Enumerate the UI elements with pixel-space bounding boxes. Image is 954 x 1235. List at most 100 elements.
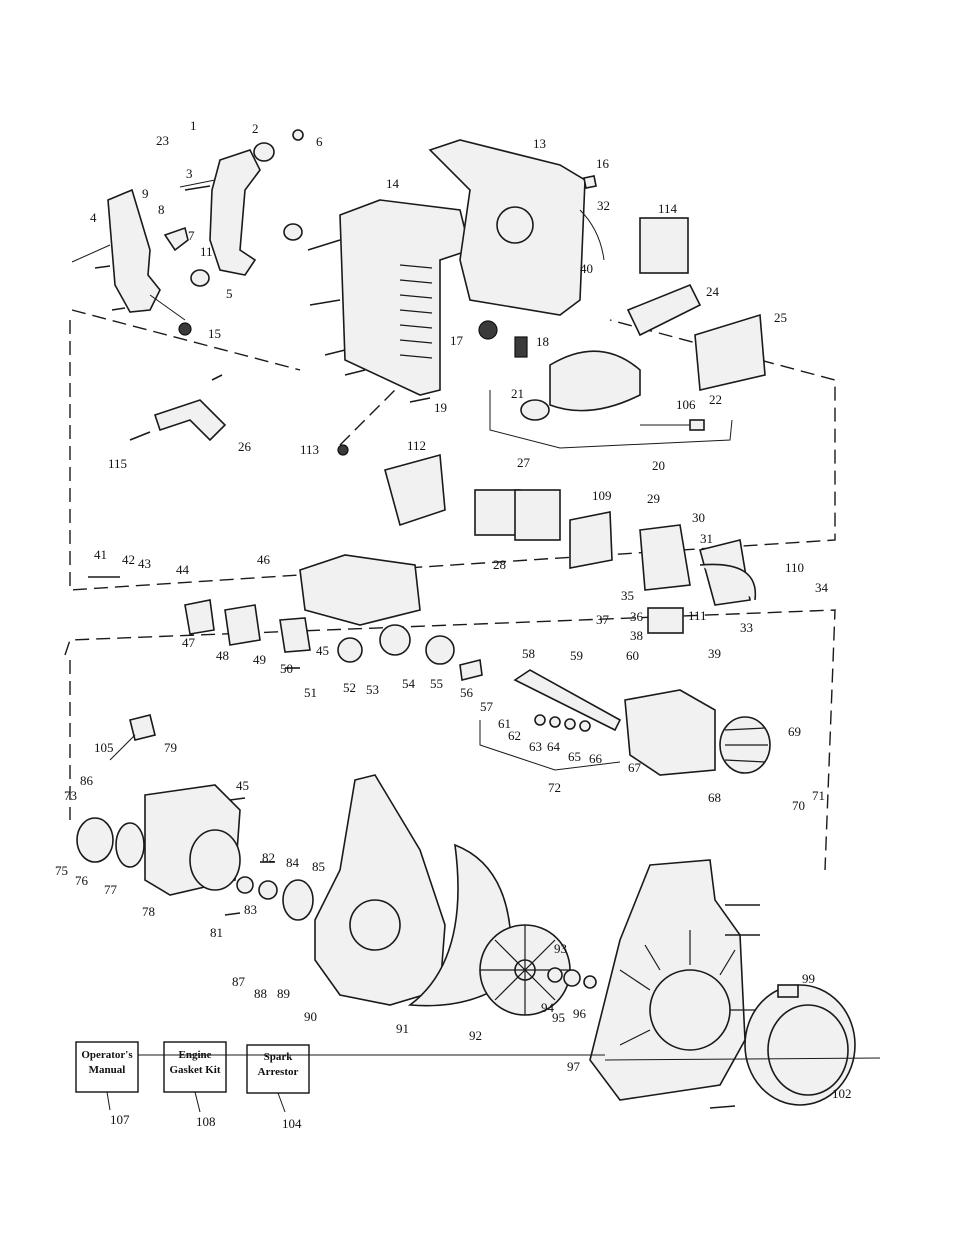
box-line1: Operator's	[81, 1049, 133, 1061]
part-callout-1: 1	[190, 118, 197, 133]
operators-manual-box: Operator's Manual 107	[75, 1041, 139, 1127]
part-callout-60: 60	[626, 648, 639, 663]
part-callout-86: 86	[80, 773, 94, 788]
part-callout-15: 15	[208, 326, 221, 341]
part-callout-31: 31	[700, 531, 713, 546]
carburetor-engine-row	[184, 453, 757, 681]
part-callout-20: 20	[652, 458, 665, 473]
part-callout-4: 4	[90, 210, 97, 225]
part-callout-82: 82	[262, 850, 275, 865]
part-callout-17: 17	[450, 333, 464, 348]
part-callout-62: 62	[508, 728, 521, 743]
part-callout-35: 35	[621, 588, 634, 603]
part-callout-115: 115	[108, 456, 127, 471]
part-callout-67: 67	[628, 760, 642, 775]
part-callout-22: 22	[709, 392, 722, 407]
part-callout-24: 24	[706, 284, 720, 299]
part-callout-81: 81	[210, 925, 223, 940]
part-callout-21: 21	[511, 386, 524, 401]
handle-assembly	[71, 129, 304, 336]
part-callout-66: 66	[589, 751, 603, 766]
part-callout-45-starter: 45	[236, 778, 249, 793]
part-callout-28: 28	[493, 557, 506, 572]
box-line2: Arrestor	[258, 1066, 299, 1078]
part-callout-90: 90	[304, 1009, 317, 1024]
part-callout-57: 57	[480, 699, 494, 714]
blower-housing	[339, 139, 605, 396]
part-callout-95: 95	[552, 1010, 565, 1025]
part-callout-64: 64	[547, 739, 561, 754]
part-callout-73: 73	[64, 788, 77, 803]
part-callout-65: 65	[568, 749, 581, 764]
part-callout-105: 105	[94, 740, 114, 755]
part-callout-78: 78	[142, 904, 155, 919]
spark-arrestor-box: Spark Arrestor 104	[246, 1044, 310, 1131]
part-callout-106: 106	[676, 397, 696, 412]
part-callout-41: 41	[94, 547, 107, 562]
fan-housing	[314, 774, 597, 1016]
part-callout-29: 29	[647, 491, 660, 506]
part-callout-96: 96	[573, 1006, 587, 1021]
part-callout-69: 69	[788, 724, 801, 739]
part-callout-113: 113	[300, 442, 319, 457]
part-callout-76: 76	[75, 873, 89, 888]
part-callout-37: 37	[596, 612, 610, 627]
box-line1: Spark	[264, 1051, 294, 1063]
part-callout-72: 72	[548, 780, 561, 795]
part-callout-114: 114	[658, 201, 678, 216]
part-callout-32: 32	[597, 198, 610, 213]
part-callout-44: 44	[176, 562, 190, 577]
info-boxes: Operator's Manual 107 Engine Gasket Kit …	[75, 1041, 605, 1131]
part-callout-53: 53	[366, 682, 379, 697]
part-callout-56: 56	[460, 685, 474, 700]
part-callout-30: 30	[692, 510, 705, 525]
part-callout-45: 45	[316, 643, 329, 658]
part-callout-54: 54	[402, 676, 416, 691]
part-callout-36: 36	[630, 609, 644, 624]
blower-outer-housing	[589, 859, 881, 1106]
box-ref: 108	[196, 1114, 216, 1129]
part-callout-34: 34	[815, 580, 829, 595]
part-callout-9: 9	[142, 186, 149, 201]
starter-assembly	[76, 714, 314, 921]
part-callout-61: 61	[498, 716, 511, 731]
part-callout-18: 18	[536, 334, 549, 349]
part-callout-89: 89	[277, 986, 290, 1001]
trigger-bracket	[153, 399, 349, 456]
part-callout-55: 55	[430, 676, 443, 691]
part-callout-2: 2	[252, 121, 259, 136]
part-callout-75: 75	[55, 863, 68, 878]
part-callout-94: 94	[541, 1000, 555, 1015]
part-callout-25: 25	[774, 310, 787, 325]
box-ref: 107	[110, 1112, 130, 1127]
part-callout-33: 33	[740, 620, 753, 635]
part-callout-91: 91	[396, 1021, 409, 1036]
part-callout-68: 68	[708, 790, 721, 805]
part-callout-7: 7	[188, 228, 195, 243]
part-callout-93: 93	[554, 941, 567, 956]
part-callout-50: 50	[280, 661, 293, 676]
part-callout-43: 43	[138, 556, 151, 571]
air-filter	[489, 217, 766, 449]
part-callout-70: 70	[792, 798, 805, 813]
part-callout-97: 97	[567, 1059, 581, 1074]
part-callout-5: 5	[226, 286, 233, 301]
part-callout-52: 52	[343, 680, 356, 695]
part-callout-27: 27	[517, 455, 531, 470]
part-callout-111: 111	[688, 608, 707, 623]
part-callout-11: 11	[200, 244, 213, 259]
crankcase-assembly	[479, 669, 771, 776]
part-callout-19: 19	[434, 400, 447, 415]
part-callout-8: 8	[158, 202, 165, 217]
part-callout-110: 110	[785, 560, 804, 575]
part-callout-83: 83	[244, 902, 257, 917]
box-line2: Gasket Kit	[169, 1064, 220, 1076]
part-callout-3: 3	[186, 166, 193, 181]
part-callout-99: 99	[802, 971, 815, 986]
screws	[88, 185, 760, 1109]
part-callout-42: 42	[122, 552, 135, 567]
part-callout-26: 26	[238, 439, 252, 454]
part-callout-63: 63	[529, 739, 542, 754]
